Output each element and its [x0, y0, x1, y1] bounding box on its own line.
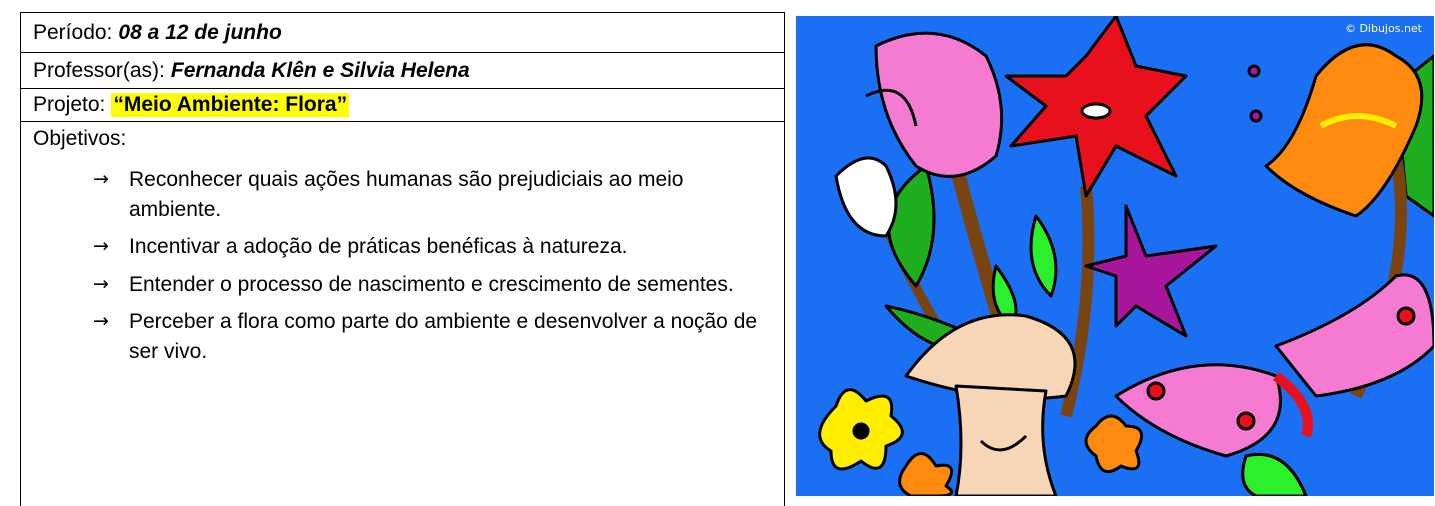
- objetivos-section: Objetivos: → Reconhecer quais ações huma…: [21, 122, 784, 366]
- projeto-value: “Meio Ambiente: Flora”: [111, 93, 350, 117]
- flowers-drawing: [818, 16, 1434, 496]
- list-item: → Reconhecer quais ações humanas são pre…: [93, 165, 772, 224]
- arrow-icon: →: [93, 168, 109, 190]
- arrow-icon: →: [93, 272, 109, 295]
- objetivos-label: Objetivos:: [33, 127, 127, 150]
- plan-table: Período: 08 a 12 de junho Professor(as):…: [20, 12, 785, 506]
- objetivo-text: Perceber a flora como parte do ambiente …: [129, 310, 758, 363]
- objetivo-text: Entender o processo de nascimento e cres…: [129, 272, 734, 296]
- projeto-row: Projeto: “Meio Ambiente: Flora”: [21, 89, 784, 122]
- flora-illustration: © Dibujos.net: [796, 16, 1434, 496]
- professor-value: Fernanda Klên e Silvia Helena: [170, 58, 470, 82]
- professor-label: Professor(as):: [33, 58, 165, 82]
- list-item: → Entender o processo de nascimento e cr…: [93, 270, 772, 300]
- watermark: © Dibujos.net: [1344, 22, 1422, 35]
- periodo-row: Período: 08 a 12 de junho: [21, 13, 784, 53]
- objetivo-text: Reconhecer quais ações humanas são preju…: [129, 168, 684, 221]
- objetivo-text: Incentivar a adoção de práticas benéfica…: [129, 235, 628, 258]
- periodo-label: Período:: [33, 20, 113, 44]
- objetivos-list: → Reconhecer quais ações humanas são pre…: [33, 165, 772, 366]
- list-item: → Incentivar a adoção de práticas benéfi…: [93, 232, 772, 262]
- periodo-value: 08 a 12 de junho: [118, 20, 282, 44]
- list-item: → Perceber a flora como parte do ambient…: [93, 307, 772, 366]
- arrow-icon: →: [93, 310, 109, 332]
- projeto-label: Projeto:: [33, 93, 106, 116]
- professor-row: Professor(as): Fernanda Klên e Silvia He…: [21, 53, 784, 89]
- arrow-icon: →: [93, 235, 109, 257]
